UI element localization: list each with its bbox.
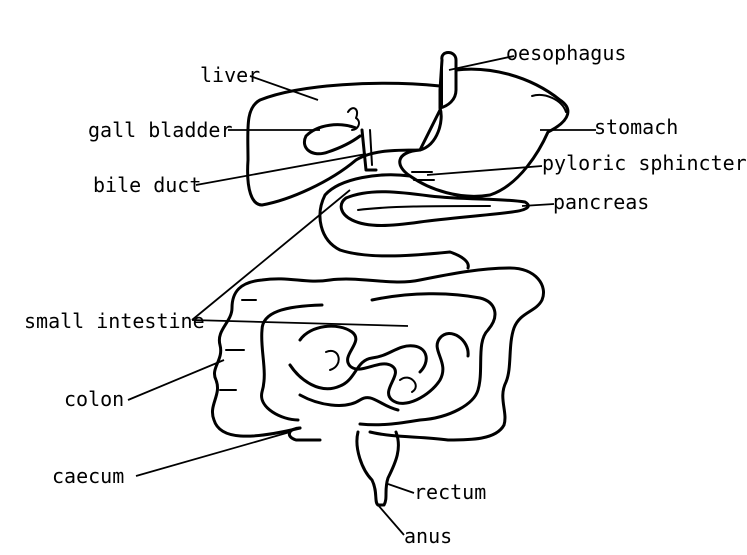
labels: oesophagus liver gall bladder stomach py… xyxy=(24,41,747,548)
label-anus: anus xyxy=(404,524,452,548)
leader-rectum xyxy=(387,483,415,494)
label-small-intestine: small intestine xyxy=(24,309,205,333)
label-pyloric-sphincter: pyloric sphincter xyxy=(542,151,747,175)
leader-colon xyxy=(127,359,225,401)
label-pancreas: pancreas xyxy=(553,190,649,214)
stomach-organ xyxy=(398,67,570,198)
leader-anus xyxy=(377,504,405,536)
label-liver: liver xyxy=(200,63,260,87)
leader-oesophagus xyxy=(448,55,515,71)
leader-liver xyxy=(249,75,319,101)
bile-duct-organ xyxy=(360,128,378,172)
label-rectum: rectum xyxy=(414,480,486,504)
oesophagus-organ xyxy=(438,51,458,110)
gall-bladder-organ xyxy=(303,123,362,156)
leader-lines xyxy=(127,55,596,536)
duodenum-organ xyxy=(318,173,470,270)
small-intestine-organ xyxy=(288,324,470,412)
pancreas-organ xyxy=(339,190,530,227)
label-oesophagus: oesophagus xyxy=(506,41,626,65)
colon-organ xyxy=(211,266,545,442)
leader-small-intestine-1 xyxy=(191,189,351,321)
label-caecum: caecum xyxy=(52,464,124,488)
caecum-organ xyxy=(287,426,322,442)
label-gall-bladder: gall bladder xyxy=(88,118,233,142)
leader-bile-duct xyxy=(195,153,367,186)
label-bile-duct: bile duct xyxy=(93,173,201,197)
rectum-organ xyxy=(355,430,400,507)
leader-caecum xyxy=(135,431,291,477)
label-colon: colon xyxy=(64,387,124,411)
leader-pyloric-sphincter xyxy=(426,165,543,176)
leader-small-intestine-2 xyxy=(191,319,409,327)
label-stomach: stomach xyxy=(594,115,678,139)
leader-pancreas xyxy=(521,203,555,207)
